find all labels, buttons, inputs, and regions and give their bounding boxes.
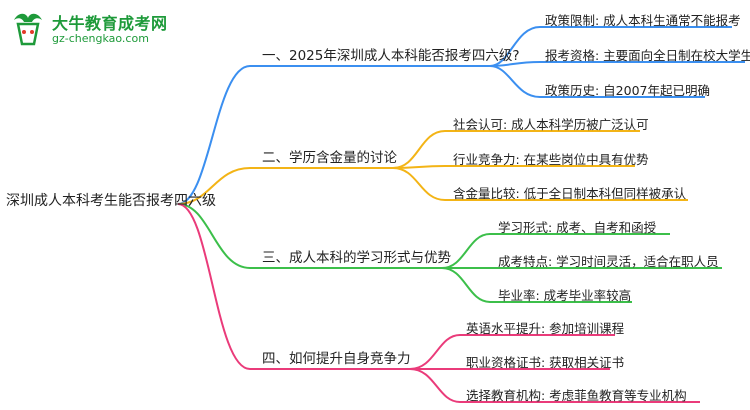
branch-1-label: 一、2025年深圳成人本科能否报考四六级? (262, 48, 520, 64)
root-to-branch-3 (177, 203, 442, 269)
branch-1-leaf-1: 政策限制: 成人本科生通常不能报考 (545, 13, 741, 28)
branch-3-to-leaf-1 (441, 233, 670, 269)
branch-3-leaf-2: 成考特点: 学习时间灵活，适合在职人员 (498, 254, 719, 269)
branch-3-label: 三、成人本科的学习形式与优势 (262, 250, 451, 266)
branch-1-connectors (177, 26, 745, 205)
branch-2-to-leaf-1 (392, 130, 640, 169)
site-logo[interactable]: 大牛教育成考网 gz-chengkao.com (8, 8, 238, 52)
root-to-branch-4 (177, 203, 410, 370)
branch-1-leaf-2: 报考资格: 主要面向全日制在校大学生 (545, 48, 750, 63)
branch-4-to-leaf-3 (409, 368, 700, 403)
branch-3-leaf-3: 毕业率: 成考毕业率较高 (498, 288, 632, 303)
branch-2-leaf-1: 社会认可: 成人本科学历被广泛认可 (453, 117, 649, 132)
branch-4-label: 四、如何提升自身竞争力 (262, 351, 411, 367)
branch-3-to-leaf-3 (441, 267, 632, 303)
branch-1-to-leaf-1 (489, 26, 732, 67)
root-to-branch-1 (177, 65, 490, 205)
branch-1-to-leaf-3 (489, 65, 705, 98)
branch-2-leaf-2: 行业竞争力: 在某些岗位中具有优势 (453, 152, 649, 167)
root-to-branch-2 (177, 167, 393, 205)
branch-2-label: 二、学历含金量的讨论 (262, 150, 397, 166)
branch-3-connectors (177, 203, 722, 303)
root-node: 深圳成人本科考生能否报考四六级 (6, 193, 216, 209)
branch-4-connectors (177, 203, 700, 403)
branch-2-leaf-3: 含金量比较: 低于全日制本科但同样被承认 (453, 186, 687, 201)
branch-4-leaf-1: 英语水平提升: 参加培训课程 (466, 321, 625, 336)
bull-logo-icon (14, 13, 42, 46)
branch-3-leaf-1: 学习形式: 成考、自考和函授 (498, 220, 657, 235)
branch-2-to-leaf-3 (392, 167, 688, 201)
branch-4-to-leaf-1 (409, 334, 615, 370)
branch-4-leaf-3: 选择教育机构: 考虑菲鱼教育等专业机构 (466, 388, 687, 403)
branch-1-to-leaf-2 (489, 61, 745, 67)
branch-2-connectors (177, 130, 688, 205)
logo-title: 大牛教育成考网 (52, 14, 168, 33)
branch-1-leaf-3: 政策历史: 自2007年起已明确 (545, 83, 710, 98)
logo-url: gz-chengkao.com (52, 32, 149, 45)
branch-4-leaf-2: 职业资格证书: 获取相关证书 (466, 355, 625, 370)
